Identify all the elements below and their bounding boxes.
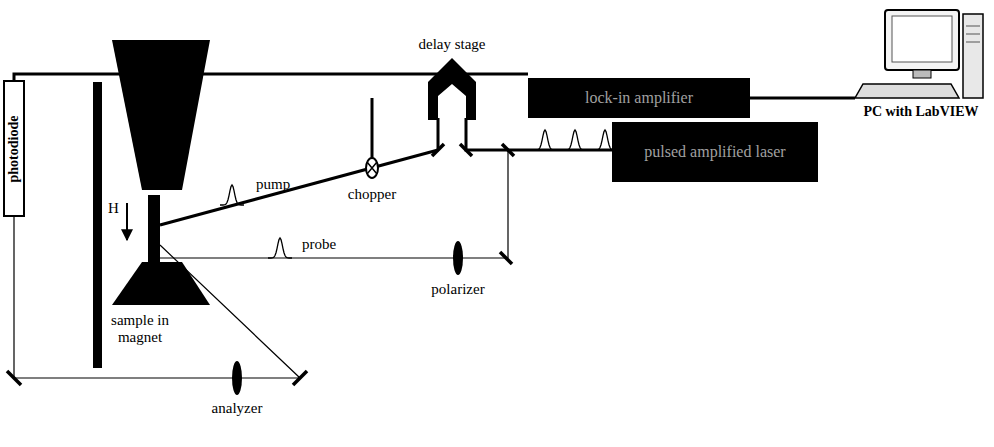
node-label: photodiode — [6, 115, 22, 182]
node-label: PC with LabVIEW — [855, 104, 987, 120]
pc-icon — [855, 4, 987, 104]
chopper-wire — [371, 98, 374, 158]
node-label: lock-in amplifier — [579, 89, 699, 107]
laser-box: pulsed amplified laser — [612, 122, 818, 182]
analyzer-optic — [232, 361, 242, 395]
part-label: probe — [302, 236, 336, 253]
pump-beam — [160, 150, 438, 225]
delay-stage — [428, 58, 476, 120]
photodiode-box: photodiode — [3, 80, 25, 217]
signal-cable — [14, 74, 528, 80]
part-label: delay stage — [418, 36, 485, 53]
screen-bar — [93, 82, 102, 368]
part-label: polarizer — [431, 281, 484, 298]
magnet-pole — [112, 40, 210, 190]
sample — [148, 195, 160, 262]
computer-icon: PC with LabVIEW — [855, 4, 987, 124]
part-label: sample in magnet — [98, 312, 182, 347]
part-label: chopper — [348, 186, 396, 203]
mirrors — [7, 144, 514, 385]
signal-cable — [750, 97, 855, 100]
chopper-blades — [367, 162, 377, 174]
probe-beam — [160, 150, 508, 258]
chopper-wheel — [366, 158, 378, 178]
polarizer-optic — [453, 241, 463, 275]
laser-pulses — [220, 130, 617, 258]
field-arrow — [126, 203, 128, 240]
part-label: pump — [256, 176, 290, 193]
part-label: analyzer — [212, 400, 263, 417]
magnet-pole — [112, 262, 210, 305]
part-label: H — [108, 200, 119, 217]
lockin-box: lock-in amplifier — [528, 78, 750, 118]
laser-beam — [438, 118, 612, 150]
node-label: pulsed amplified laser — [638, 143, 791, 161]
